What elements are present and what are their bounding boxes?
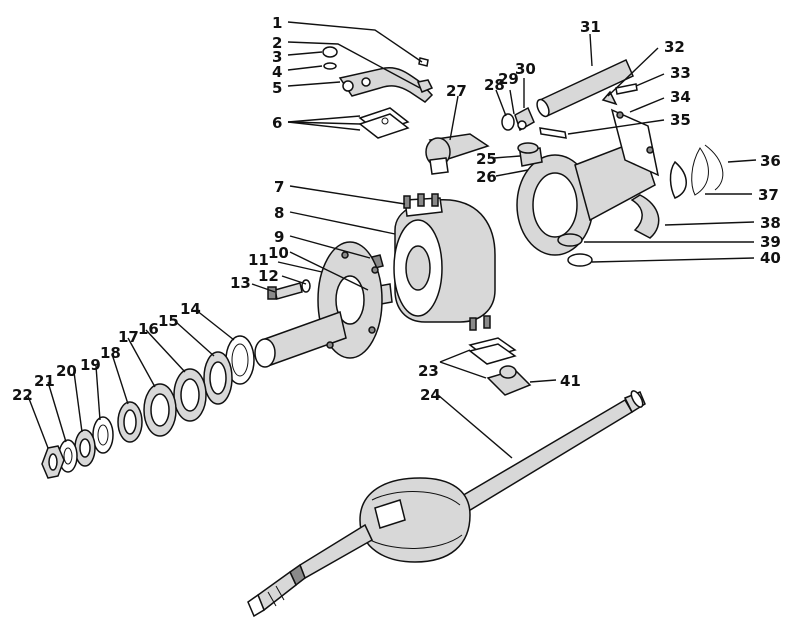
callout-4: 4 [272,63,282,81]
callout-41: 41 [560,372,581,390]
bolt-washer [267,279,311,300]
callout-16: 16 [138,320,159,338]
bearings [117,335,255,443]
callout-40: 40 [760,249,781,267]
callout-32: 32 [664,38,685,56]
callout-31: 31 [580,18,601,36]
callout-1: 1 [272,14,282,32]
leader-lines [27,21,757,459]
callout-14: 14 [180,300,201,318]
callout-17: 17 [118,328,139,346]
tie-rod-tube [536,58,634,118]
callout-26: 26 [476,168,497,186]
callout-24: 24 [420,386,441,404]
shims [358,107,410,139]
callout-13: 13 [230,274,251,292]
callout-33: 33 [670,64,691,82]
callout-5: 5 [272,79,282,97]
callout-labels: 1 2 3 4 5 6 7 8 9 10 11 12 13 14 15 16 1… [12,14,781,404]
callout-28: 28 [484,76,505,94]
callout-3: 3 [272,48,282,66]
callout-11: 11 [248,251,269,269]
callout-9: 9 [274,228,284,246]
callout-6: 6 [272,114,282,132]
steering-knuckle [393,193,496,331]
pivot-parts [468,337,532,396]
knuckle-ball [516,108,724,267]
callout-20: 20 [56,362,77,380]
callout-25: 25 [476,150,497,168]
callout-34: 34 [670,88,691,106]
axle-housing [247,390,646,618]
callout-7: 7 [274,178,284,196]
callout-10: 10 [268,244,289,262]
callout-39: 39 [760,233,781,251]
callout-12: 12 [258,267,279,285]
callout-36: 36 [760,152,781,170]
callout-23: 23 [418,362,439,380]
nuts-washers [41,416,114,479]
callout-15: 15 [158,312,179,330]
steering-arm [322,46,434,103]
tie-rod-end [425,133,490,175]
callout-38: 38 [760,214,781,232]
clamp-parts [501,83,638,139]
callout-37: 37 [758,186,779,204]
callout-30: 30 [515,60,536,78]
spindle [254,241,383,368]
callout-8: 8 [274,204,284,222]
callout-19: 19 [80,356,101,374]
callout-2: 2 [272,34,282,52]
callout-27: 27 [446,82,467,100]
callout-29: 29 [498,70,519,88]
callout-35: 35 [670,111,691,129]
callout-22: 22 [12,386,33,404]
callout-18: 18 [100,344,121,362]
callout-21: 21 [34,372,55,390]
